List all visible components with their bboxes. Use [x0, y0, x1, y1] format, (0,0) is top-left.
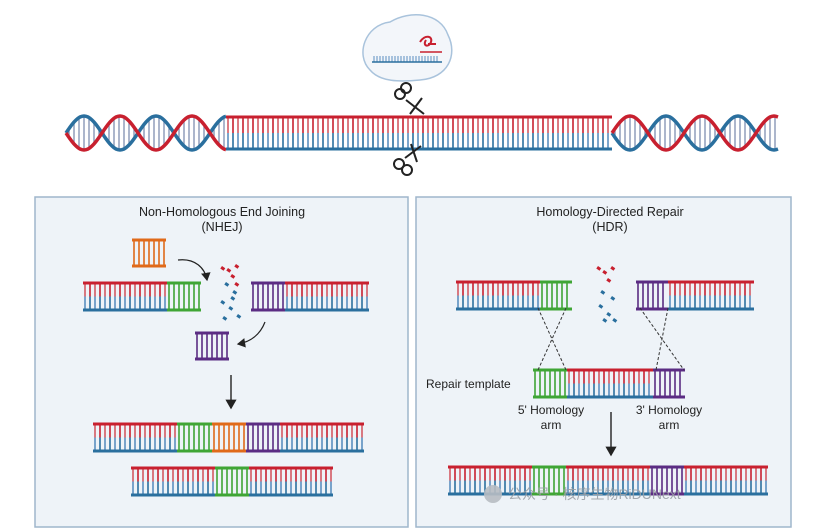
dna-segment	[93, 422, 177, 453]
arm3-label-line2: arm	[659, 418, 680, 432]
dna-segment	[132, 238, 166, 268]
scissors-icon	[394, 82, 425, 115]
genomic-dna-strand	[64, 114, 779, 152]
dna-segment	[566, 465, 650, 496]
dna-segment	[567, 368, 653, 399]
nucleotide	[598, 303, 604, 309]
dna-segment	[249, 466, 333, 497]
dna-segment	[167, 281, 201, 312]
dna-segment	[533, 368, 567, 399]
nucleotide	[224, 282, 230, 287]
dna-segment	[251, 281, 285, 312]
nucleotide	[610, 296, 616, 301]
arrow-icon	[177, 259, 211, 282]
homology-crossover-lines	[537, 307, 685, 371]
nucleotide	[222, 316, 228, 321]
dna-segment	[636, 280, 668, 311]
nucleotide	[234, 264, 240, 269]
dna-segment	[668, 280, 754, 311]
nucleotide	[230, 295, 236, 301]
dna-segment	[215, 466, 249, 497]
dna-segment	[532, 465, 566, 496]
nucleotide	[600, 290, 606, 295]
dna-segment	[285, 281, 369, 312]
dna-segment	[131, 466, 215, 497]
nucleotide	[234, 281, 240, 287]
nucleotide	[226, 268, 232, 273]
nucleotide	[236, 313, 242, 319]
hdr-dna-fragments	[448, 265, 768, 496]
repair-template-label: Repair template	[426, 377, 511, 391]
nhej-title-line2: (NHEJ)	[202, 220, 243, 234]
nucleotide	[610, 266, 616, 271]
nucleotide	[596, 265, 602, 271]
nucleotide	[230, 273, 236, 279]
dna-segment	[212, 422, 246, 453]
dna-segment	[653, 368, 685, 399]
nhej-panel: Non-Homologous End Joining (NHEJ)	[34, 196, 409, 528]
dna-segment	[177, 422, 212, 453]
wechat-icon	[484, 485, 502, 503]
hdr-panel: Homology-Directed Repair (HDR) Repair te…	[415, 196, 792, 528]
dna-segment	[246, 422, 280, 453]
cas9-guide-rna-icon	[362, 14, 453, 82]
dna-segment	[195, 331, 229, 361]
dna-segment	[226, 115, 612, 151]
nucleotide	[220, 266, 226, 271]
nhej-dna-fragments	[83, 238, 369, 497]
arm5-label-line1: 5' Homology	[518, 403, 584, 417]
arrow-icon	[236, 321, 266, 348]
dna-segment	[684, 465, 768, 496]
hdr-title-line2: (HDR)	[592, 220, 627, 234]
nucleotide	[612, 318, 618, 323]
dna-segment	[456, 280, 540, 311]
dna-segment	[83, 281, 167, 312]
nucleotide	[232, 290, 238, 295]
dna-segment	[540, 280, 572, 311]
watermark-text: 公众号 · 核序生物RiDUNext	[508, 486, 681, 502]
dna-segment	[280, 422, 364, 453]
nucleotide	[602, 318, 608, 323]
nhej-title-line1: Non-Homologous End Joining	[139, 205, 305, 219]
arm3-label-line1: 3' Homology	[636, 403, 702, 417]
nucleotide	[602, 269, 608, 275]
arm5-label-line2: arm	[541, 418, 562, 432]
nucleotide	[606, 277, 612, 283]
watermark: 公众号 · 核序生物RiDUNext	[484, 485, 681, 503]
nucleotide	[220, 300, 226, 305]
hdr-title-line1: Homology-Directed Repair	[536, 205, 683, 219]
dna-segment	[650, 465, 684, 496]
scissors-icon	[393, 143, 422, 176]
nucleotide	[228, 306, 234, 311]
nucleotide	[606, 311, 612, 317]
